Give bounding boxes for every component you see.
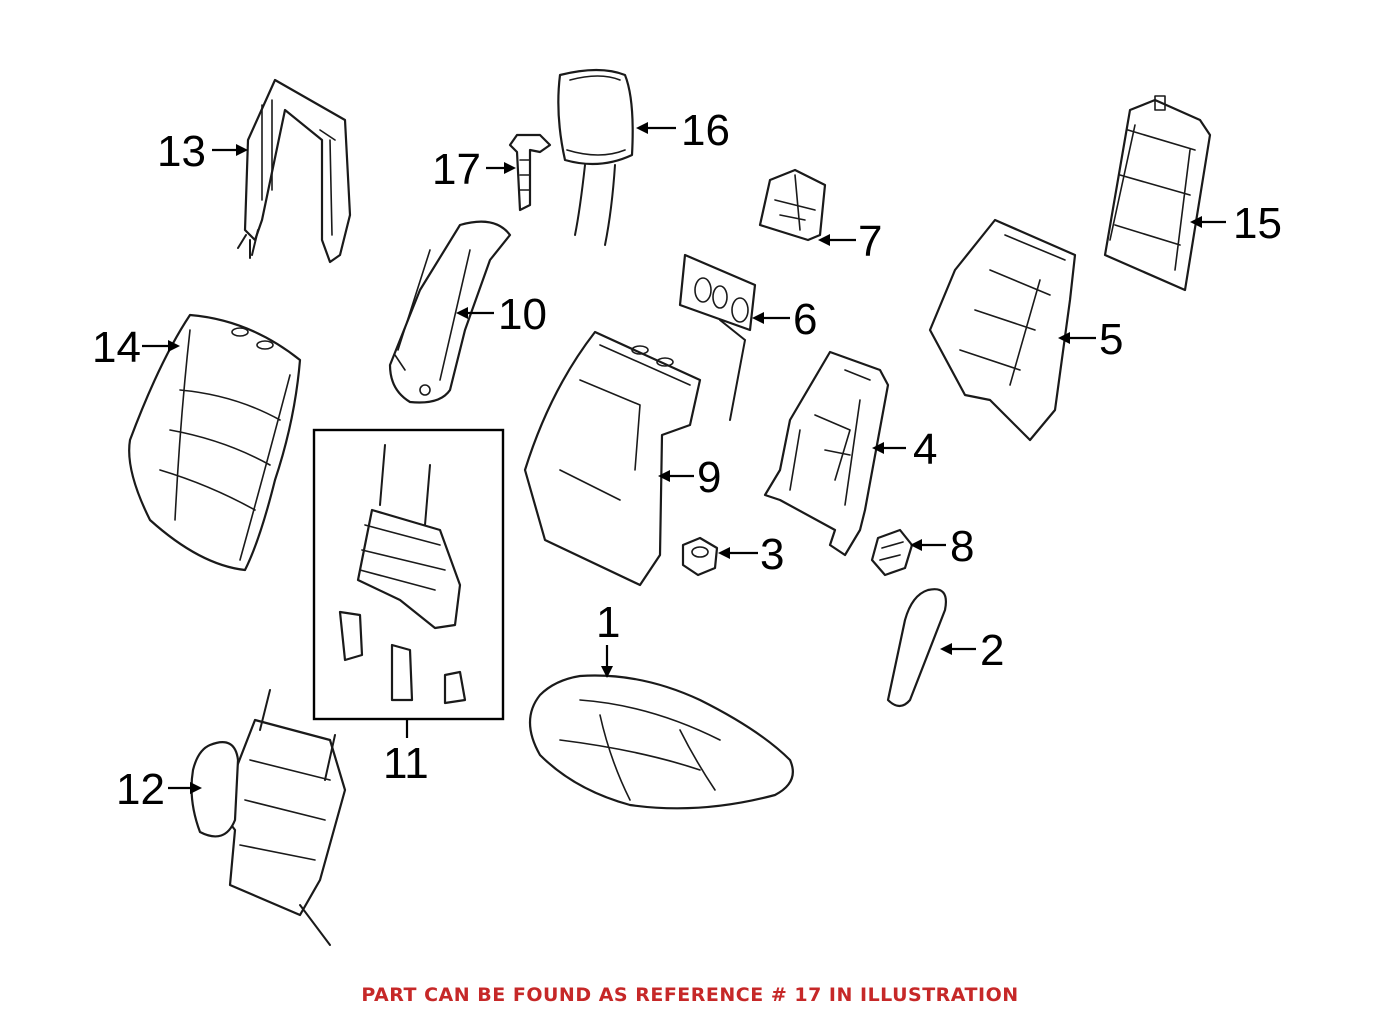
part-6-switch-panel bbox=[678, 253, 757, 421]
part-1-seat-cushion bbox=[529, 674, 794, 810]
callout-numbers: 13 17 16 7 10 6 15 5 14 4 9 3 8 2 1 11 1… bbox=[92, 106, 1282, 814]
part-13-trim-frame bbox=[237, 78, 352, 264]
callout-9: 9 bbox=[697, 453, 721, 502]
callout-17: 17 bbox=[432, 145, 481, 194]
part-14-back-cushion bbox=[128, 313, 302, 572]
callout-12: 12 bbox=[116, 765, 165, 814]
part-10-side-bolster bbox=[388, 220, 512, 404]
part-16-headrest bbox=[557, 68, 634, 246]
reference-note: PART CAN BE FOUND AS REFERENCE # 17 IN I… bbox=[361, 984, 1019, 1006]
part-17-headrest-guide bbox=[508, 133, 552, 212]
part-15-rear-back-panel bbox=[1103, 95, 1212, 292]
callout-16: 16 bbox=[681, 106, 730, 155]
part-12-lumbar-support bbox=[190, 689, 347, 946]
callout-13: 13 bbox=[157, 127, 206, 176]
part-3-nut bbox=[681, 536, 719, 577]
callout-14: 14 bbox=[92, 323, 141, 372]
part-5-frame-shell bbox=[928, 218, 1077, 442]
callout-8: 8 bbox=[950, 522, 974, 571]
part-9-back-foam bbox=[523, 330, 702, 587]
leader-lines bbox=[142, 122, 1226, 794]
part-8-clip bbox=[870, 528, 914, 577]
callout-3: 3 bbox=[760, 530, 784, 579]
callout-5: 5 bbox=[1099, 315, 1123, 364]
callout-10: 10 bbox=[498, 290, 547, 339]
callout-2: 2 bbox=[980, 626, 1004, 675]
callout-7: 7 bbox=[858, 217, 882, 266]
part-11-lumbar-assembly bbox=[312, 428, 505, 721]
callout-6: 6 bbox=[793, 295, 817, 344]
part-4-back-frame bbox=[763, 350, 890, 557]
callout-15: 15 bbox=[1233, 199, 1282, 248]
callout-1: 1 bbox=[596, 598, 620, 647]
part-2-side-cover bbox=[886, 588, 947, 708]
callout-11: 11 bbox=[383, 739, 429, 788]
part-7-bracket bbox=[758, 168, 827, 242]
callout-4: 4 bbox=[913, 425, 937, 474]
